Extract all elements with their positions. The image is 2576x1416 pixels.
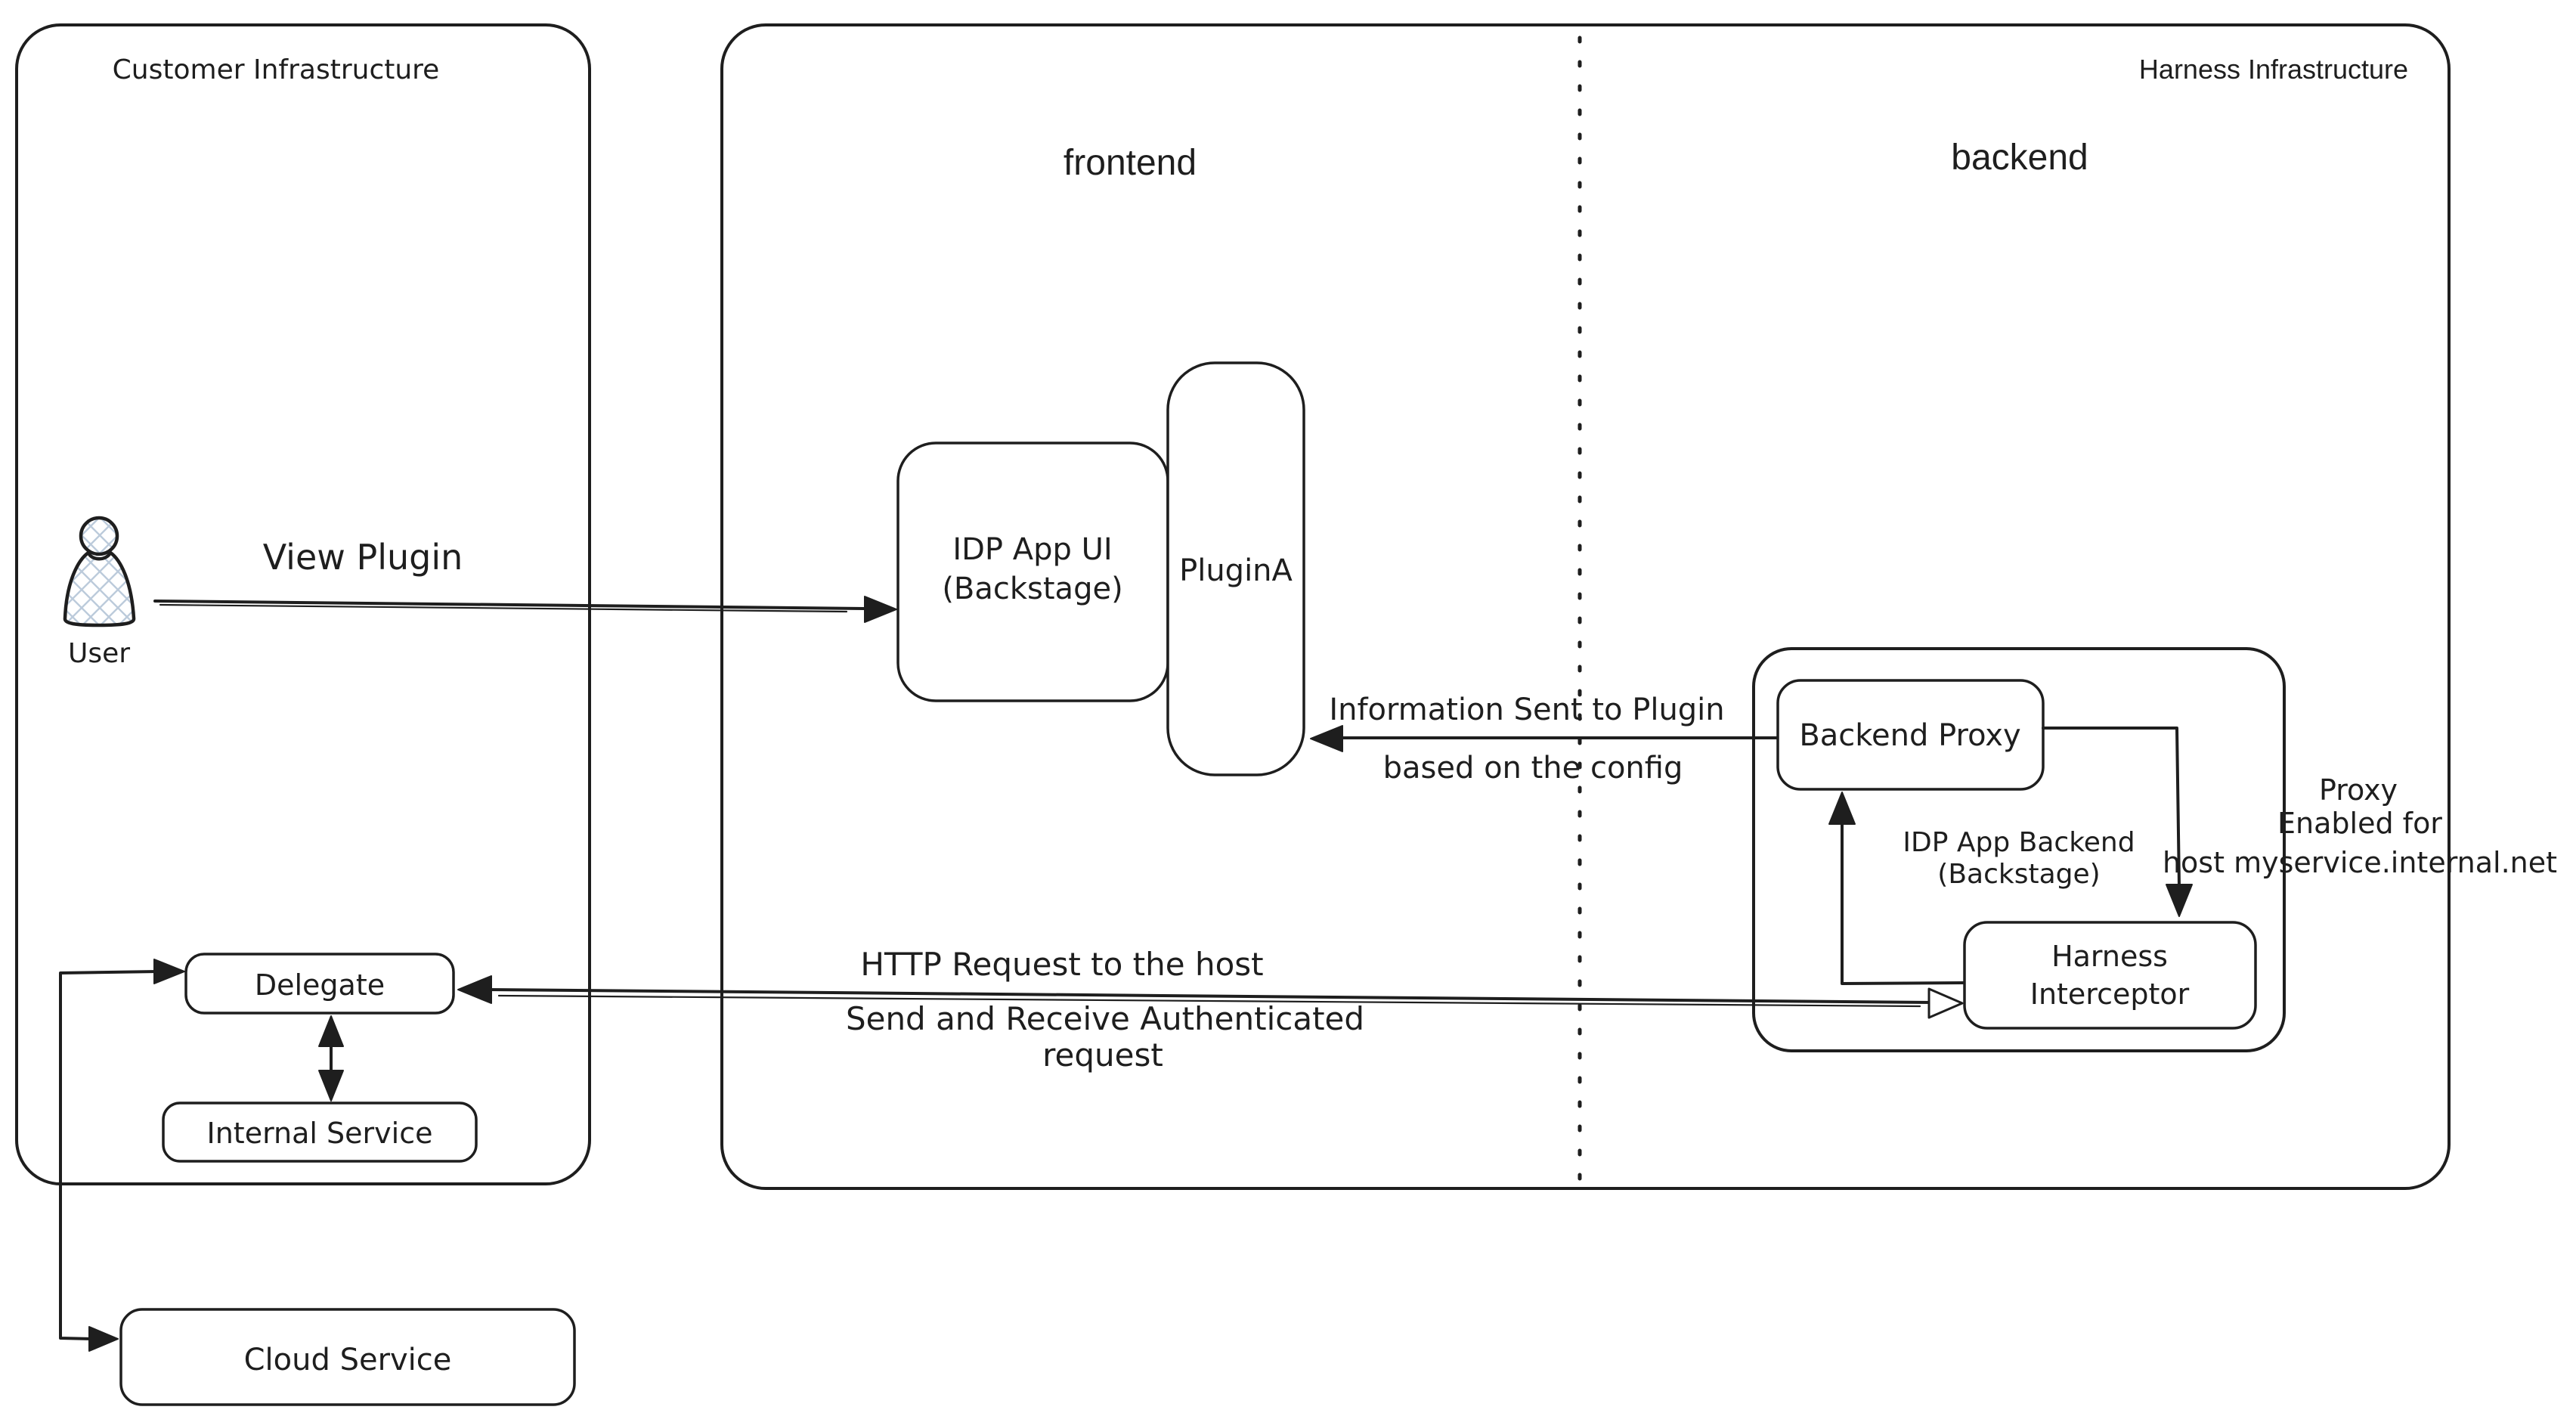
proxy-note-line3: host myservice.internal.net (2163, 846, 2557, 879)
arrowhead-into-interceptor-top (2166, 884, 2193, 917)
arrowhead-into-delegate-right (457, 975, 492, 1004)
harness-interceptor-label-line2: Interceptor (2030, 978, 2190, 1011)
frontend-section-label: frontend (1064, 143, 1197, 183)
proxy-to-interceptor-arrow (2042, 727, 2193, 917)
info-sent-label-line1: Information Sent to Plugin (1329, 693, 1724, 727)
arrowhead-into-idp-ui (864, 596, 897, 623)
cloud-service-label: Cloud Service (244, 1343, 452, 1377)
view-plugin-arrow (153, 596, 897, 623)
plugin-a-box (1166, 361, 1305, 776)
harness-interceptor-label-line1: Harness (2051, 940, 2168, 973)
customer-infrastructure-title: Customer Infrastructure (113, 54, 440, 85)
view-plugin-label: View Plugin (263, 537, 463, 578)
info-sent-label-line2: based on the config (1383, 751, 1683, 785)
arrowhead-into-proxy-bottom (1828, 792, 1856, 825)
internal-service-label: Internal Service (207, 1117, 433, 1150)
delegate-box (184, 953, 455, 1015)
idp-app-backend-label-line2: (Backstage) (1937, 859, 2100, 890)
user-icon (63, 516, 136, 627)
arrowhead-into-cloud-service (88, 1326, 119, 1352)
interceptor-to-proxy-arrow (1828, 792, 1965, 985)
arrowhead-down-to-internal-service (318, 1070, 344, 1102)
idp-app-backend-group-box (1752, 647, 2286, 1052)
arrowhead-into-delegate-left (153, 959, 185, 984)
auth-request-label-line2: request (1042, 1036, 1163, 1074)
arrowhead-up-to-delegate (318, 1015, 344, 1047)
user-label: User (68, 638, 130, 669)
idp-app-backend-label-line1: IDP App Backend (1903, 827, 2135, 858)
http-request-label: HTTP Request to the host (860, 946, 1263, 983)
delegate-label: Delegate (255, 968, 385, 1002)
plugin-a-label: PluginA (1179, 553, 1293, 588)
harness-infrastructure-title: Harness Infrastructure (2139, 54, 2408, 85)
proxy-note-line1: Proxy (2319, 773, 2398, 807)
internal-service-box (162, 1102, 478, 1163)
arrowhead-into-plugin-a (1310, 725, 1343, 752)
info-sent-arrow (1310, 725, 1778, 752)
delegate-cloud-service-arrow (59, 959, 185, 1352)
delegate-interceptor-arrow (457, 975, 1964, 1019)
harness-interceptor-box (1963, 921, 2257, 1030)
auth-request-label-line1: Send and Receive Authenticated (846, 1000, 1364, 1037)
backend-proxy-label: Backend Proxy (1799, 718, 2020, 753)
idp-app-ui-label-line1: IDP App UI (952, 532, 1112, 567)
delegate-internal-service-arrow (318, 1015, 344, 1102)
backend-section-label: backend (1951, 138, 2088, 178)
idp-app-ui-label-line2: (Backstage) (942, 572, 1122, 606)
arrowhead-into-interceptor-left (1927, 987, 1964, 1019)
cloud-service-box (119, 1308, 576, 1406)
proxy-note-line2: Enabled for (2277, 807, 2442, 840)
backend-proxy-box (1776, 679, 2045, 791)
